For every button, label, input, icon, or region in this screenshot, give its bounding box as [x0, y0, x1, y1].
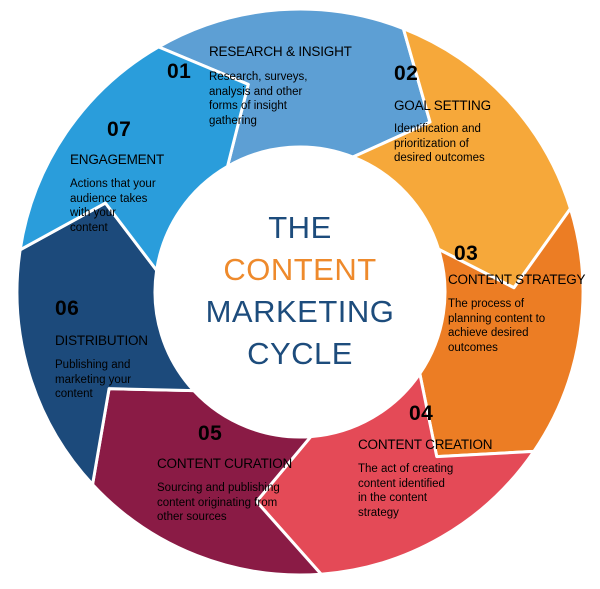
stage-01-title: RESEARCH & INSIGHT — [209, 44, 352, 59]
stage-01-number: 01 — [167, 60, 192, 83]
center-title-line-2: CONTENT — [223, 252, 377, 287]
stage-07-desc-line: with your — [70, 207, 117, 219]
center-title-line-4: CYCLE — [247, 336, 353, 371]
stage-02-number: 02 — [394, 62, 419, 85]
stage-07-title: ENGAGEMENT — [70, 152, 165, 167]
stage-03-desc-line: The process of — [448, 298, 525, 310]
stage-04-title: CONTENT CREATION — [358, 437, 493, 452]
center-title-line-3: MARKETING — [205, 294, 395, 329]
stage-04-desc-line: in the content — [358, 492, 428, 504]
stage-03-number: 03 — [454, 242, 479, 265]
stage-03-desc-line: achieve desired — [448, 327, 529, 339]
stage-02-description: Identification and prioritization of des… — [394, 122, 485, 166]
stage-06-number: 06 — [55, 297, 80, 320]
stage-07-number: 07 — [107, 118, 132, 141]
center-title-line-1: THE — [268, 210, 332, 245]
stage-04-desc-line: The act of creating — [358, 463, 454, 475]
stage-06-desc-line: content — [55, 388, 93, 400]
stage-01-desc-line: Research, surveys, — [209, 71, 308, 83]
stage-03-description: The process of planning content to achie… — [448, 297, 545, 355]
stage-05-desc-line: Sourcing and publishing — [157, 482, 280, 494]
stage-02-title: GOAL SETTING — [394, 98, 491, 113]
stage-01-desc-line: analysis and other — [209, 85, 303, 98]
stage-07-desc-line: audience takes — [70, 192, 148, 205]
stage-07-desc-line: content — [70, 221, 108, 234]
stage-05-description: Sourcing and publishing content originat… — [157, 481, 280, 525]
stage-04-desc-line: strategy — [358, 506, 399, 519]
stage-01-desc-line: forms of insight — [209, 100, 287, 112]
stage-06-title: DISTRIBUTION — [55, 333, 148, 348]
stage-05-title: CONTENT CURATION — [157, 456, 293, 471]
stage-03-desc-line: planning content to — [448, 312, 546, 325]
stage-04-number: 04 — [409, 402, 434, 425]
stage-01-description: Research, surveys, analysis and other fo… — [209, 70, 307, 128]
stage-05-number: 05 — [198, 422, 223, 445]
stage-02-desc-line: prioritization of — [394, 137, 469, 150]
stage-05-desc-line: other sources — [157, 511, 227, 523]
stage-03-desc-line: outcomes — [448, 341, 498, 354]
center-disc — [155, 147, 445, 437]
stage-04-description: The act of creating content identified i… — [358, 462, 453, 520]
stage-02-desc-line: Identification and — [394, 123, 481, 135]
stage-07-description: Actions that your audience takes with yo… — [70, 177, 156, 235]
stage-04-desc-line: content identified — [358, 477, 445, 490]
stage-01-desc-line: gathering — [209, 114, 257, 127]
stage-06-description: Publishing and marketing your content — [55, 358, 131, 402]
stage-07-desc-line: Actions that your — [70, 178, 156, 190]
stage-05-desc-line: content originating from — [157, 496, 278, 509]
stage-06-desc-line: marketing your — [55, 373, 132, 386]
stage-02-desc-line: desired outcomes — [394, 152, 485, 164]
stage-06-desc-line: Publishing and — [55, 359, 131, 371]
stage-03-title: CONTENT STRATEGY — [448, 272, 586, 287]
